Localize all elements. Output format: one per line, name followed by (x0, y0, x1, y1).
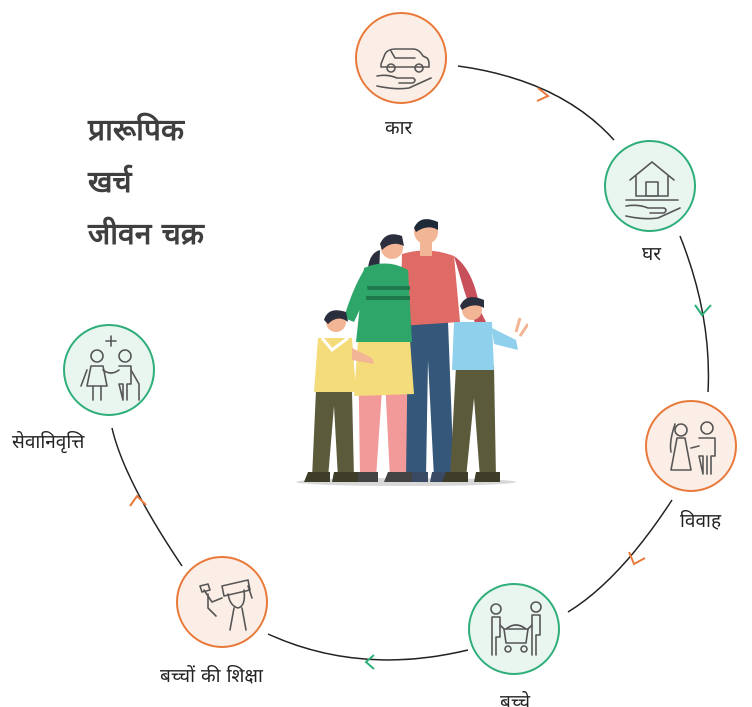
graduation-icon (199, 579, 253, 631)
stage-education-node (176, 556, 268, 648)
baby-stroller-icon (490, 601, 542, 656)
stage-kids-node (468, 583, 560, 675)
arc-car-to-house (457, 65, 615, 141)
stage-car-node (355, 12, 447, 104)
title-line-2: खर्च (88, 165, 132, 200)
arc-wedding-to-kids (567, 499, 673, 613)
stage-label-wedding: विवाह (680, 510, 722, 532)
arrow-car-to-house (536, 87, 550, 102)
arrow-education-to-retirement (129, 494, 147, 507)
family-illustration (296, 219, 528, 486)
title-line-3: जीवन चक्र (88, 217, 204, 252)
stage-label-car: कार (385, 117, 413, 139)
arc-education-to-retirement (111, 427, 183, 567)
arrow-kids-to-education (364, 654, 375, 670)
father-figure (394, 219, 486, 482)
boy-figure (442, 297, 528, 482)
stage-label-education: बच्चों की शिक्षा (160, 665, 263, 687)
elderly-couple-icon (80, 335, 140, 401)
arrow-wedding-to-kids (628, 551, 646, 566)
arrow-house-to-wedding (694, 304, 712, 317)
car-in-hand-icon (376, 48, 432, 90)
mother-figure (344, 234, 414, 482)
arc-kids-to-education (267, 633, 469, 661)
stage-label-retirement: सेवानिवृत्ति (12, 431, 85, 453)
stage-wedding-node (645, 400, 737, 492)
girl-figure (304, 310, 374, 482)
stage-house-node (604, 140, 696, 232)
stage-label-house: घर (642, 243, 662, 265)
stage-retirement-node (63, 324, 155, 416)
house-in-hand-icon (625, 161, 681, 220)
title-line-1: प्रारूपिक (88, 113, 184, 148)
wedding-couple-icon (669, 421, 716, 475)
stage-label-kids: बच्चे (500, 691, 531, 707)
